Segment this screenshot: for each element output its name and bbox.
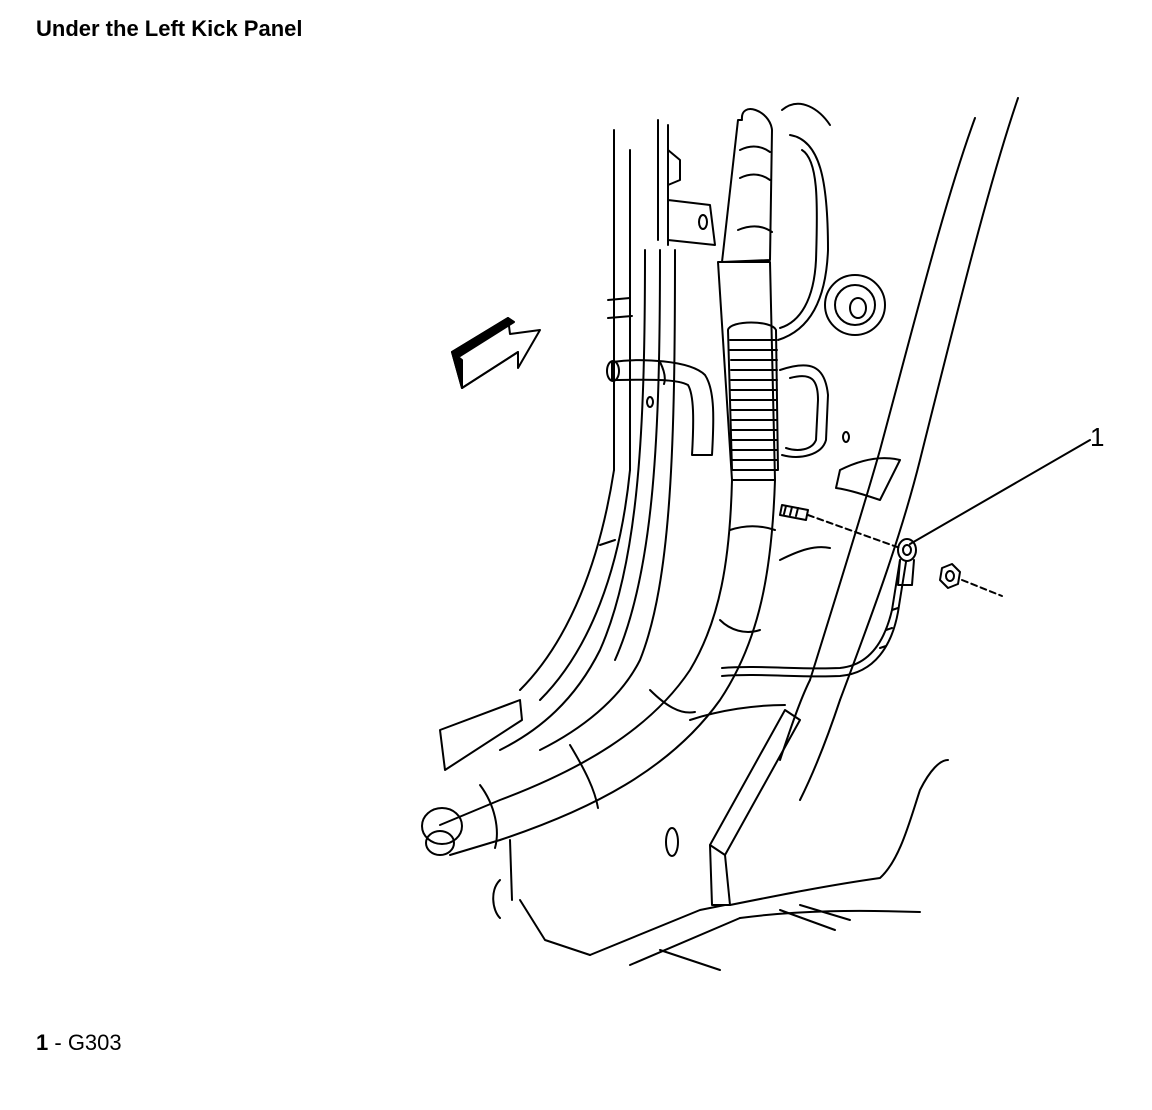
front-direction-arrow-icon	[451, 317, 541, 389]
hinge-pillar	[499, 119, 716, 751]
callout-number: 1	[1090, 422, 1104, 452]
legend-item-number: 1	[36, 1030, 49, 1055]
legend: 1 - G303	[36, 1030, 122, 1056]
wiring-harness	[421, 108, 779, 856]
eyelet-terminal	[897, 538, 917, 586]
callout-leader-line	[909, 439, 1091, 545]
ground-wire	[721, 559, 907, 678]
legend-item-label: G303	[67, 1030, 122, 1055]
legend-item-separator: -	[48, 1030, 68, 1055]
page-title: Under the Left Kick Panel	[36, 16, 303, 41]
ground-stud	[779, 504, 901, 549]
body-panel	[439, 97, 1019, 971]
ground-nut	[939, 563, 1003, 597]
